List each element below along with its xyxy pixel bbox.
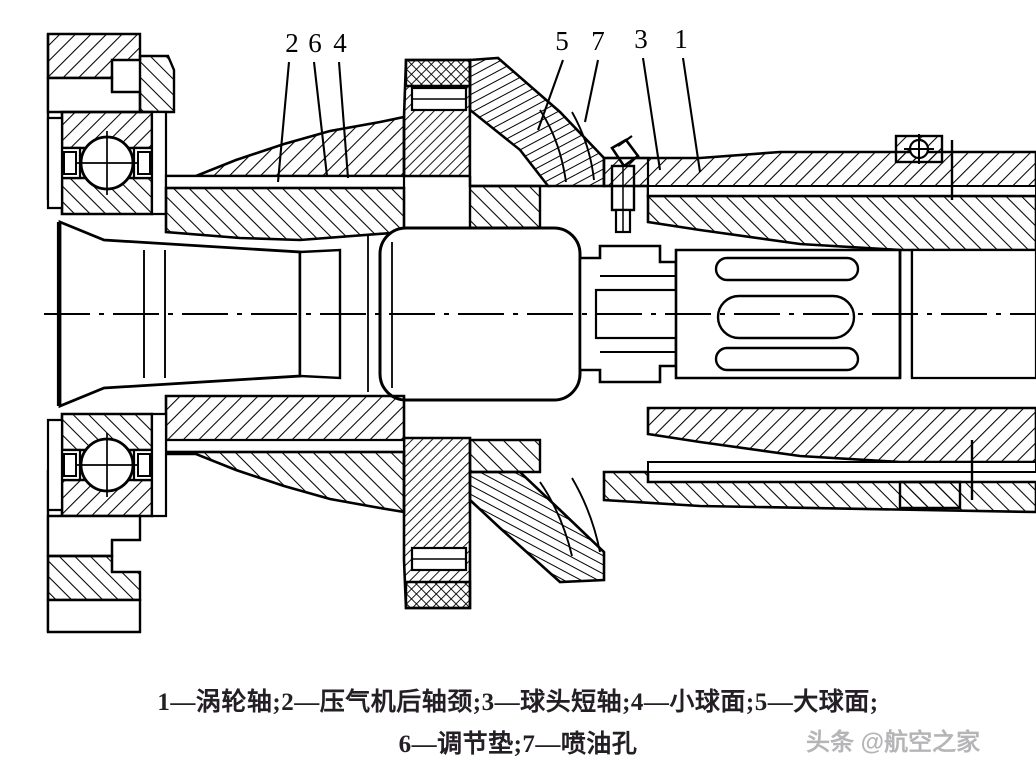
callout-leader-3 xyxy=(641,57,662,171)
lower-large-spherical-seat-strut xyxy=(468,438,606,584)
callout-leader-7 xyxy=(583,59,600,123)
upper-cone-to-flange xyxy=(402,58,472,178)
compressor-rear-journal-lower xyxy=(164,394,406,514)
callout-leader-5 xyxy=(537,59,564,131)
callout-number-1: 1 xyxy=(674,24,688,54)
callout-leader-4 xyxy=(337,61,350,179)
callout-number-6: 6 xyxy=(308,28,322,58)
upper-large-spherical-seat-strut xyxy=(468,56,606,234)
callout-number-5: 5 xyxy=(555,26,569,56)
callout-leader-1 xyxy=(681,57,702,173)
callout-number-2: 2 xyxy=(285,28,299,58)
upper-bearing-housing xyxy=(46,32,176,114)
callout-number-3: 3 xyxy=(634,24,648,54)
callout-number-4: 4 xyxy=(333,28,347,58)
callout-leader-2 xyxy=(276,61,291,183)
upper-ball-bearing xyxy=(46,110,168,216)
upper-right-bolt-detail xyxy=(894,134,954,200)
callout-number-7: 7 xyxy=(591,26,605,56)
caption-line-1: 1—涡轮轴;2—压气机后轴颈;3—球头短轴;4—小球面;5—大球面; xyxy=(157,689,879,716)
callout-layer xyxy=(276,57,702,183)
lower-bearing-housing xyxy=(46,514,142,634)
lower-ball-bearing xyxy=(46,412,168,518)
callout-leader-6 xyxy=(312,61,329,177)
lower-flange-joint xyxy=(402,436,472,610)
lower-right-step-detail xyxy=(898,440,974,510)
figure-caption: 1—涡轮轴;2—压气机后轴颈;3—球头短轴;4—小球面;5—大球面; 6—调节垫… xyxy=(0,676,1036,776)
caption-line-2: 6—调节垫;7—喷油孔 xyxy=(398,731,638,758)
